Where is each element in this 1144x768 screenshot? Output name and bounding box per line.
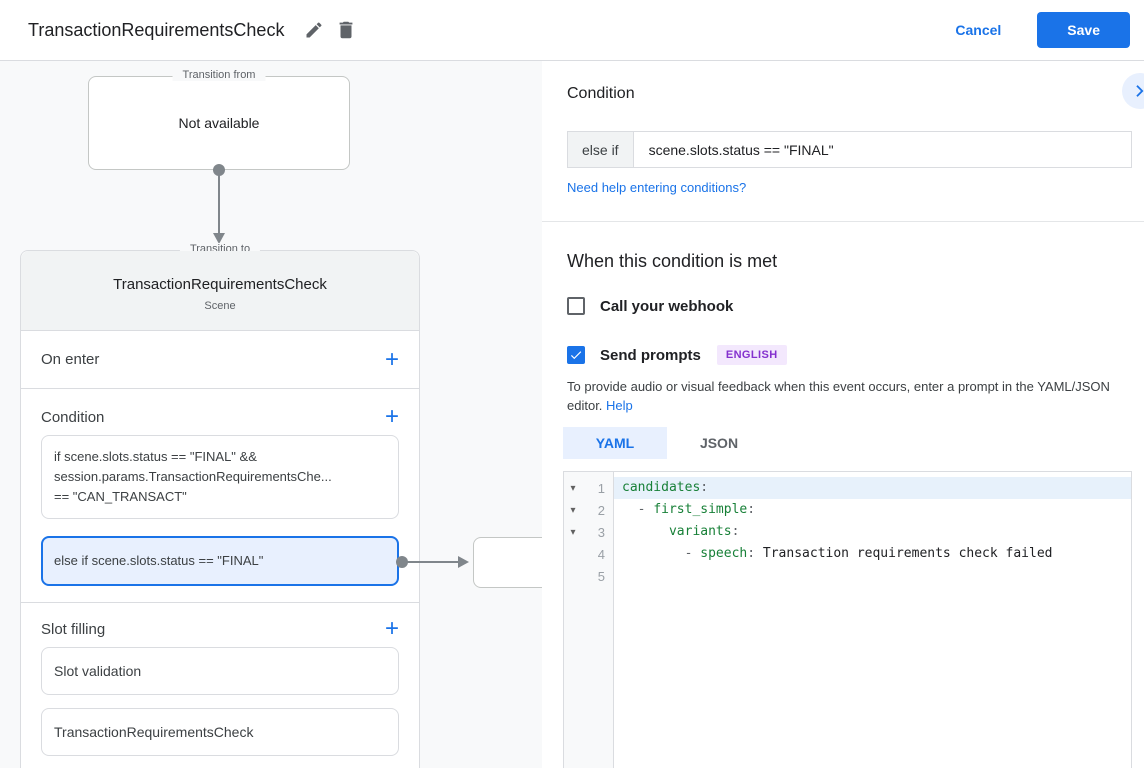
- page-title: TransactionRequirementsCheck: [28, 19, 285, 40]
- condition-prefix: else if: [568, 132, 634, 167]
- on-enter-section: On enter +: [21, 331, 419, 389]
- line-number: 3: [597, 524, 605, 540]
- editor-tabs: YAML JSON: [563, 427, 771, 459]
- code-token: :: [747, 502, 756, 517]
- slot-item-validation[interactable]: Slot validation: [41, 647, 399, 695]
- editor-gutter-row[interactable]: ▾2: [564, 499, 613, 521]
- tab-yaml[interactable]: YAML: [563, 427, 667, 459]
- trash-icon: [340, 21, 353, 39]
- webhook-label: Call your webhook: [600, 297, 734, 315]
- condition-expression-input[interactable]: scene.slots.status == "FINAL": [648, 141, 834, 158]
- code-token: :: [747, 546, 763, 561]
- condition-item-else-if-selected[interactable]: else if scene.slots.status == "FINAL": [41, 536, 399, 586]
- fold-arrow-icon[interactable]: ▾: [570, 526, 576, 538]
- editor-gutter-row: 4: [564, 543, 613, 565]
- code-token: [622, 524, 669, 539]
- code-line[interactable]: [614, 565, 1131, 587]
- webhook-checkbox[interactable]: [567, 297, 585, 315]
- transition-target-node[interactable]: [473, 537, 542, 588]
- connector-line: [218, 170, 220, 234]
- add-slot-button[interactable]: +: [384, 615, 399, 642]
- condition-line: session.params.TransactionRequirementsCh…: [54, 469, 332, 484]
- delete-scene-button[interactable]: [330, 14, 362, 46]
- line-number: 2: [597, 502, 605, 518]
- when-condition-heading: When this condition is met: [567, 251, 778, 271]
- help-link[interactable]: Help: [606, 398, 633, 413]
- panel-heading: Condition: [567, 85, 635, 102]
- code-token: :: [700, 480, 709, 495]
- code-line[interactable]: candidates:: [614, 477, 1131, 499]
- code-token: -: [622, 502, 654, 517]
- language-badge: ENGLISH: [716, 345, 787, 365]
- transition-from-legend: Transition from: [172, 69, 266, 81]
- on-enter-label: On enter: [41, 351, 100, 368]
- scene-card-header[interactable]: TransactionRequirementsCheck Scene: [21, 251, 419, 331]
- arrow-down-icon: [213, 233, 225, 244]
- line-number: 5: [597, 568, 605, 584]
- condition-expression-field: else if scene.slots.status == "FINAL": [567, 131, 1132, 168]
- conditions-help-link[interactable]: Need help entering conditions?: [567, 180, 747, 195]
- send-prompts-row[interactable]: Send prompts ENGLISH: [567, 345, 787, 365]
- transition-from-box: Transition from Not available: [88, 69, 350, 170]
- code-token: candidates: [622, 480, 701, 495]
- code-line[interactable]: - speech: Transaction requirements check…: [614, 543, 1131, 565]
- condition-line: if scene.slots.status == "FINAL" &&: [54, 449, 257, 464]
- condition-section: Condition + if scene.slots.status == "FI…: [21, 389, 419, 603]
- section-divider: [542, 221, 1144, 222]
- code-token: first_simple: [653, 502, 748, 517]
- code-line[interactable]: - first_simple:: [614, 499, 1131, 521]
- editor-gutter-row[interactable]: ▾1: [564, 477, 613, 499]
- send-prompts-checkbox[interactable]: [567, 346, 585, 364]
- chevron-right-icon: [1136, 85, 1144, 97]
- transition-from-content: Not available: [178, 115, 260, 131]
- line-number: 4: [597, 546, 605, 562]
- line-number: 1: [597, 480, 605, 496]
- code-token: speech: [700, 546, 748, 561]
- connector-line: [402, 561, 458, 563]
- code-token: Transaction requirements check failed: [762, 546, 1053, 561]
- arrow-right-icon: [458, 556, 469, 568]
- condition-editor-panel: Condition else if scene.slots.status == …: [542, 61, 1144, 768]
- tab-json[interactable]: JSON: [667, 427, 771, 459]
- condition-label: Condition: [41, 408, 105, 426]
- condition-line: == "CAN_TRANSACT": [54, 489, 187, 504]
- scene-card-subtitle: Scene: [204, 299, 236, 312]
- editor-code-area[interactable]: candidates: - first_simple: variants: - …: [614, 472, 1131, 768]
- fold-arrow-icon[interactable]: ▾: [570, 504, 576, 516]
- prompt-description: To provide audio or visual feedback when…: [567, 377, 1139, 415]
- editor-gutter-row[interactable]: ▾3: [564, 521, 613, 543]
- add-condition-button[interactable]: +: [384, 403, 399, 430]
- checkmark-icon: [570, 351, 582, 360]
- slot-item-transaction[interactable]: TransactionRequirementsCheck: [41, 708, 399, 756]
- condition-line: else if scene.slots.status == "FINAL": [54, 553, 264, 568]
- collapse-panel-button[interactable]: [1122, 73, 1144, 109]
- prompt-description-text: To provide audio or visual feedback when…: [567, 379, 1110, 413]
- cancel-button[interactable]: Cancel: [955, 22, 1002, 38]
- scene-diagram-canvas: Transition from Not available Transition…: [0, 61, 542, 768]
- editor-gutter-row: 5: [564, 565, 613, 587]
- send-prompts-label: Send prompts: [600, 346, 701, 364]
- scene-card-title: TransactionRequirementsCheck: [113, 275, 327, 293]
- pencil-icon: [306, 22, 322, 38]
- add-on-enter-button[interactable]: +: [384, 345, 399, 373]
- save-button[interactable]: Save: [1037, 12, 1130, 48]
- fold-arrow-icon[interactable]: ▾: [570, 482, 576, 494]
- top-bar: TransactionRequirementsCheck Cancel Save: [0, 0, 1144, 61]
- scene-card: Transition to TransactionRequirementsChe…: [20, 243, 420, 768]
- code-line[interactable]: variants:: [614, 521, 1131, 543]
- code-token: variants: [668, 524, 732, 539]
- code-token: :: [731, 524, 740, 539]
- code-token: -: [622, 546, 701, 561]
- slot-filling-label: Slot filling: [41, 620, 106, 638]
- edit-scene-button[interactable]: [298, 14, 330, 46]
- slot-filling-section: Slot filling + Slot validation Transacti…: [21, 603, 419, 756]
- call-webhook-row[interactable]: Call your webhook: [567, 297, 733, 315]
- condition-item-if[interactable]: if scene.slots.status == "FINAL" && sess…: [41, 435, 399, 519]
